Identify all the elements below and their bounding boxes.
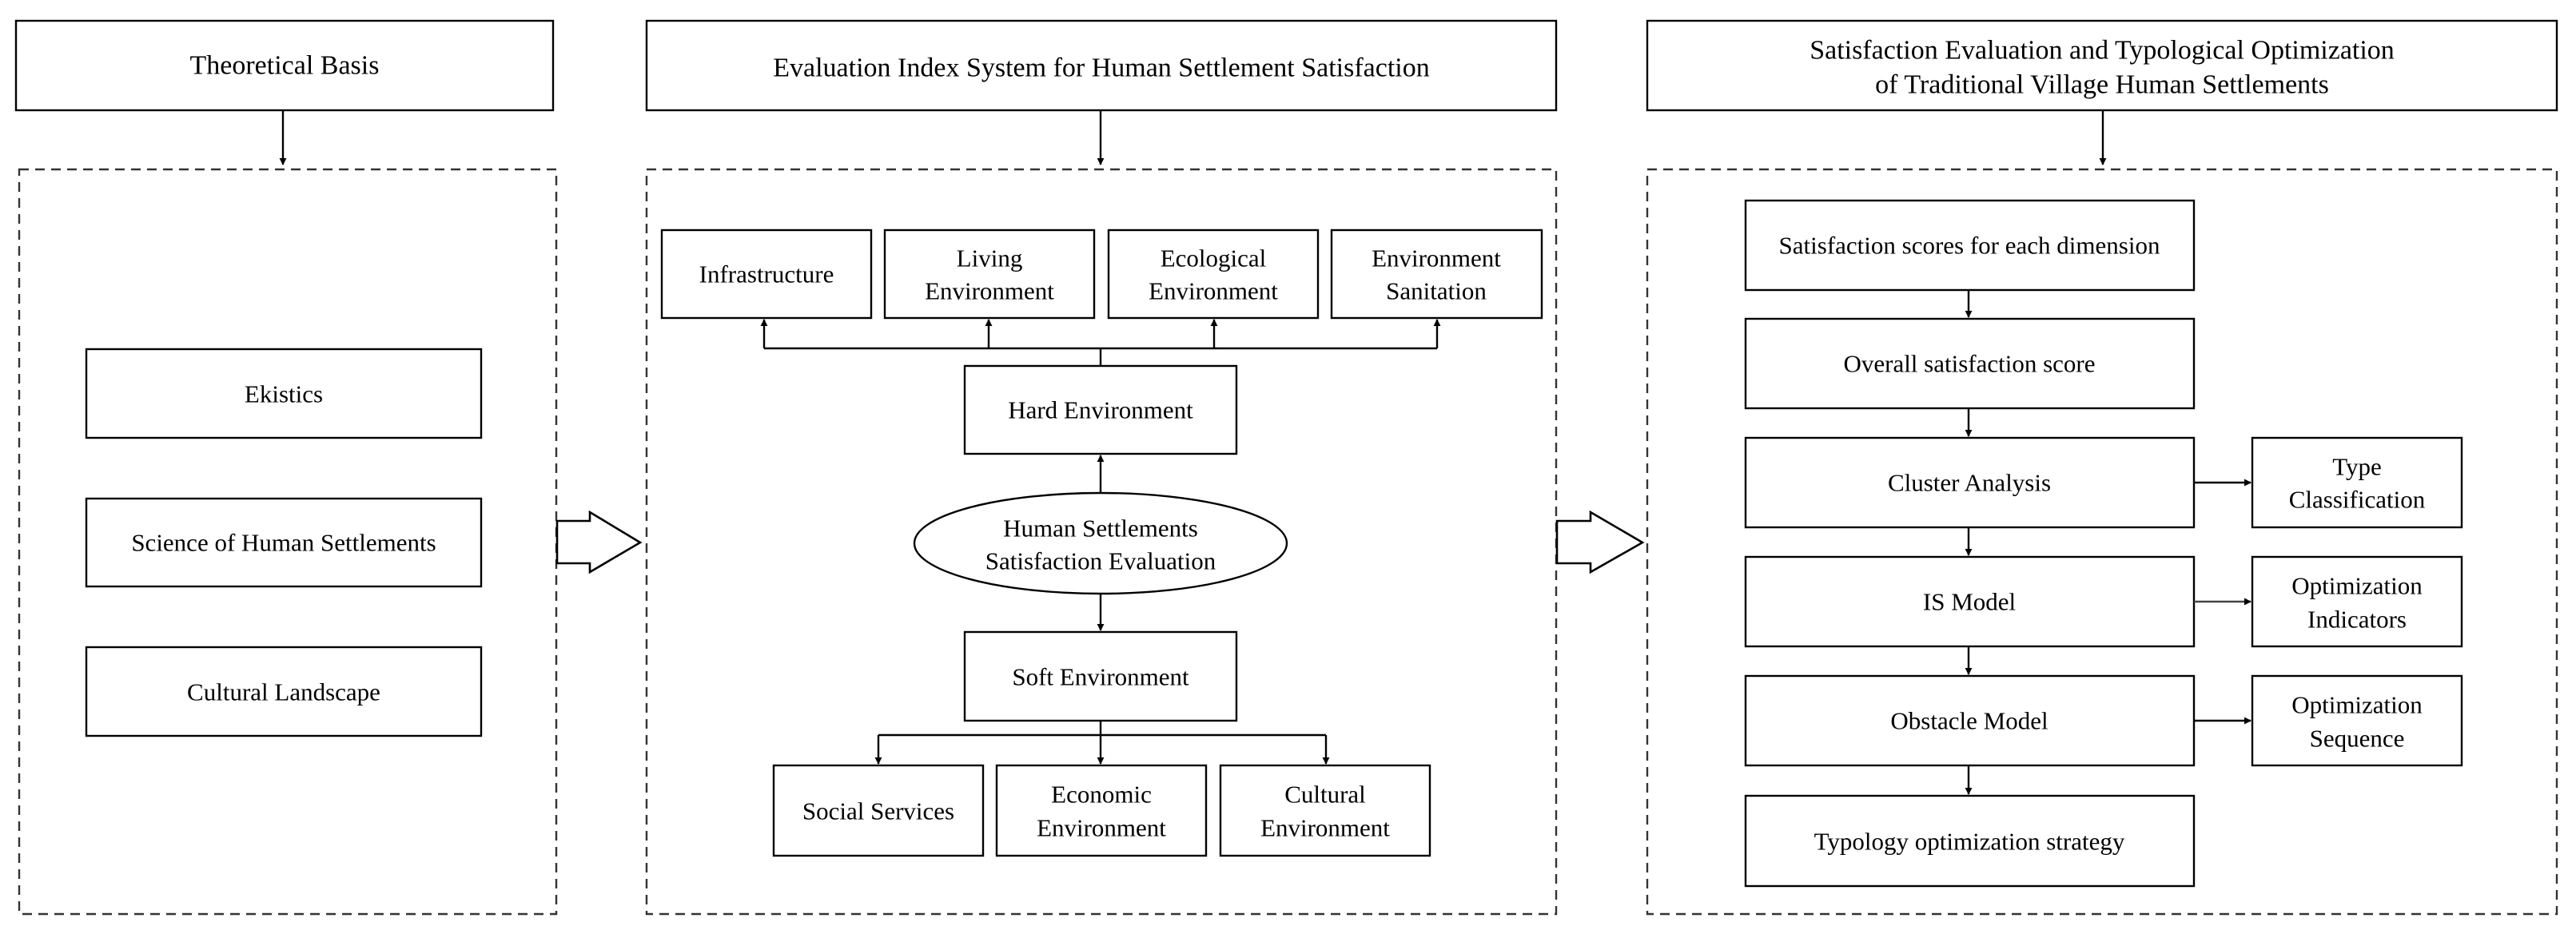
hard-dim-ecological-line2: Environment: [1149, 277, 1278, 305]
soft-dim-cultural-line1: Cultural: [1284, 781, 1366, 809]
hard-dim-sanitation-line1: Environment: [1372, 244, 1501, 272]
output-optimization-indicators-line1: Optimization: [2291, 572, 2423, 600]
soft-dim-economic-line2: Environment: [1037, 814, 1166, 842]
step-overall-score-text: Overall satisfaction score: [1843, 350, 2095, 378]
center-line1: Human Settlements: [1003, 515, 1198, 543]
evaluation-dashed-frame: [1646, 168, 2558, 916]
theory-header-box: Theoretical Basis: [14, 19, 555, 112]
evaluation-header-box: Satisfaction Evaluation and Typological …: [1646, 19, 2558, 112]
index-header-box: Evaluation Index System for Human Settle…: [645, 19, 1558, 112]
step-obstacle-model-text: Obstacle Model: [1890, 707, 2048, 735]
hard-branch-connector: [760, 319, 1441, 366]
theory-item-cultural: Cultural Landscape: [85, 646, 483, 737]
soft-environment-text: Soft Environment: [1012, 663, 1189, 691]
output-optimization-sequence-line2: Sequence: [2310, 725, 2405, 753]
hard-dim-sanitation: Environment Sanitation: [1330, 229, 1543, 320]
step-cluster-analysis-text: Cluster Analysis: [1888, 469, 2051, 497]
center-line2: Satisfaction Evaluation: [985, 547, 1216, 575]
column-evaluation: Satisfaction Evaluation and Typological …: [1646, 19, 2558, 916]
evaluation-header-line2: of Traditional Village Human Settlements: [1875, 70, 2329, 100]
soft-dim-economic: Economic Environment: [995, 764, 1208, 857]
theory-item-science-text: Science of Human Settlements: [131, 529, 436, 557]
hollow-arrow-1: [555, 510, 643, 574]
index-header-text: Evaluation Index System for Human Settle…: [773, 54, 1430, 83]
theory-item-ekistics: Ekistics: [85, 348, 483, 439]
step-is-model: IS Model: [1744, 555, 2196, 648]
step-overall-score: Overall satisfaction score: [1744, 317, 2196, 410]
hard-dim-infrastructure-text: Infrastructure: [699, 260, 834, 288]
hard-dim-ecological-line1: Ecological: [1161, 244, 1267, 272]
step-obstacle-model: Obstacle Model: [1744, 674, 2196, 767]
hard-dim-living-line2: Environment: [925, 277, 1054, 305]
hard-dim-living-line1: Living: [957, 244, 1023, 272]
hard-environment-box: Hard Environment: [963, 364, 1238, 455]
output-type-classification: Type Classification: [2251, 436, 2463, 529]
hard-dim-ecological: Ecological Environment: [1107, 229, 1320, 320]
step-typology-strategy-text: Typology optimization strategy: [1814, 828, 2125, 856]
soft-dim-economic-line1: Economic: [1051, 781, 1152, 809]
soft-dim-cultural: Cultural Environment: [1219, 764, 1431, 857]
hard-environment-text: Hard Environment: [1008, 396, 1193, 424]
hard-dim-living: Living Environment: [883, 229, 1096, 320]
output-type-classification-line1: Type: [2332, 453, 2382, 481]
hard-dim-infrastructure: Infrastructure: [660, 229, 873, 320]
soft-dim-social: Social Services: [772, 764, 985, 857]
step-typology-strategy: Typology optimization strategy: [1744, 794, 2196, 888]
soft-branch-connector: [874, 721, 1330, 765]
step-is-model-text: IS Model: [1923, 588, 2016, 616]
output-optimization-indicators: Optimization Indicators: [2251, 555, 2463, 648]
soft-dim-cultural-line2: Environment: [1260, 814, 1390, 842]
step-dimension-scores-text: Satisfaction scores for each dimension: [1779, 232, 2160, 260]
soft-environment-box: Soft Environment: [963, 630, 1238, 722]
output-optimization-sequence: Optimization Sequence: [2251, 674, 2463, 767]
center-ellipse: Human Settlements Satisfaction Evaluatio…: [913, 491, 1288, 595]
theory-header-text: Theoretical Basis: [190, 51, 380, 81]
hard-dim-sanitation-line2: Sanitation: [1386, 277, 1487, 305]
output-optimization-indicators-line2: Indicators: [2307, 606, 2407, 634]
soft-dim-social-text: Social Services: [802, 797, 954, 825]
step-cluster-analysis: Cluster Analysis: [1744, 436, 2196, 529]
theory-item-ekistics-text: Ekistics: [245, 380, 323, 408]
output-optimization-sequence-line1: Optimization: [2291, 691, 2423, 719]
column-theoretical-basis: Theoretical Basis Ekistics Science of Hu…: [14, 19, 558, 916]
theory-item-cultural-text: Cultural Landscape: [187, 678, 380, 706]
theory-dashed-frame: [18, 168, 558, 916]
output-type-classification-line2: Classification: [2289, 486, 2426, 514]
theory-item-science: Science of Human Settlements: [85, 497, 483, 588]
step-dimension-scores: Satisfaction scores for each dimension: [1744, 199, 2196, 292]
hollow-arrow-2: [1555, 510, 1645, 574]
column-index-system: Evaluation Index System for Human Settle…: [645, 19, 1558, 916]
evaluation-header-line1: Satisfaction Evaluation and Typological …: [1810, 36, 2395, 66]
